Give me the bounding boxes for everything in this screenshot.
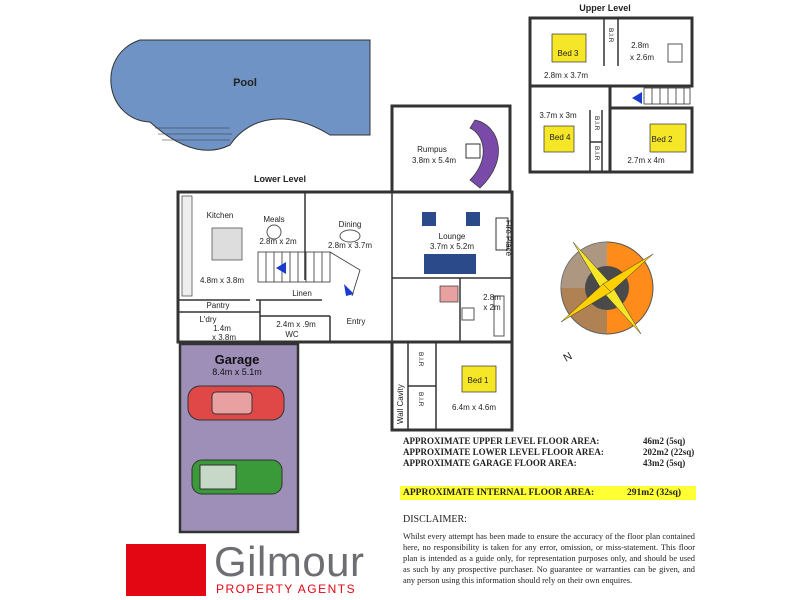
compass-rose-icon <box>560 241 654 335</box>
bir-label-upper-b: B.I.R <box>593 146 600 161</box>
bed4-size: 3.7m x 3m <box>539 111 577 120</box>
bed1-bed <box>461 365 497 393</box>
rumpus-size: 3.8m x 5.4m <box>412 156 456 165</box>
bed1-size: 6.4m x 4.6m <box>452 403 496 412</box>
meals-size: 2.8m x 2m <box>259 237 297 246</box>
floor-area-table: APPROXIMATE UPPER LEVEL FLOOR AREA: 46m2… <box>403 436 703 469</box>
bed3-name: Bed 3 <box>558 49 579 58</box>
stair-arrow-icon <box>276 262 286 274</box>
bir-label-upper-a: B.I.R <box>593 116 600 131</box>
dining-name: Dining <box>339 220 362 229</box>
bir-label-upper: B.I.R <box>607 28 614 43</box>
bed4-name: Bed 4 <box>550 133 571 142</box>
bath-upper-size-b: x 2.6m <box>630 53 654 62</box>
lounge-name: Lounge <box>439 232 466 241</box>
stair-arrow-icon <box>632 92 642 104</box>
bath-lower-size-a: 2.8m <box>483 293 501 302</box>
meals-name: Meals <box>263 215 284 224</box>
linen-label: Linen <box>292 289 312 298</box>
lounge-size: 3.7m x 5.2m <box>430 242 474 251</box>
garage-name: Garage <box>215 352 260 367</box>
entry-label: Entry <box>347 317 366 326</box>
pool-shape <box>110 39 371 151</box>
bed2-size: 2.7m x 4m <box>627 156 665 165</box>
bed2-name: Bed 2 <box>652 135 673 144</box>
rumpus-name: Rumpus <box>417 145 447 154</box>
internal-area-banner: APPROXIMATE INTERNAL FLOOR AREA: 291m2 (… <box>400 486 696 500</box>
wall-cavity-label: Wall Cavity <box>396 384 405 424</box>
lounge-chair <box>422 212 436 226</box>
area-row-lower: APPROXIMATE LOWER LEVEL FLOOR AREA: 202m… <box>403 447 695 457</box>
bed2-bed <box>649 123 687 153</box>
wc-size: 2.4m x .9m <box>276 320 316 329</box>
garage-floor <box>178 342 300 534</box>
garage-size: 8.4m x 5.1m <box>212 367 262 377</box>
kitchen-size: 4.8m x 3.8m <box>200 276 244 285</box>
area-row-upper: APPROXIMATE UPPER LEVEL FLOOR AREA: 46m2… <box>403 436 686 446</box>
car-green <box>191 459 283 495</box>
laundry-size-a: 1.4m <box>213 324 231 333</box>
pantry-label: Pantry <box>206 301 229 310</box>
upper-level-title: Upper Level <box>579 3 631 13</box>
laundry-size-b: x 3.8m <box>212 333 236 342</box>
compass-north-label: N <box>562 350 575 364</box>
pool-label: Pool <box>233 77 257 89</box>
logo-red-box <box>126 544 206 596</box>
lower-level-title: Lower Level <box>254 174 306 184</box>
disclaimer-heading: DISCLAIMER: <box>403 514 467 525</box>
laundry-name: L'dry <box>199 315 216 324</box>
wc-name: WC <box>285 330 299 339</box>
lounge-sofa <box>424 254 476 274</box>
bir-label-bed1-a: B.I.R <box>417 352 424 367</box>
disclaimer-text: Whilst every attempt has been made to en… <box>403 532 695 585</box>
fire-place-label: Fire Place <box>504 220 513 257</box>
stair-arrow-icon <box>344 284 354 296</box>
bath-lower-size-b: x 2m <box>483 303 501 312</box>
kitchen-name: Kitchen <box>207 211 234 220</box>
bed1-name: Bed 1 <box>468 376 489 385</box>
dining-size: 2.8m x 3.7m <box>328 241 372 250</box>
car-red <box>187 385 285 421</box>
logo-name: Gilmour <box>214 538 365 585</box>
bath-upper-size-a: 2.8m <box>631 41 649 50</box>
bed3-bed <box>551 33 587 63</box>
bir-label-bed1-b: B.I.R <box>417 392 424 407</box>
bed3-size: 2.8m x 3.7m <box>544 71 588 80</box>
gilmour-logo: Gilmour PROPERTY AGENTS <box>126 538 386 596</box>
bed4-bed <box>543 125 575 153</box>
lounge-chair <box>466 212 480 226</box>
upper-level <box>528 16 694 174</box>
lower-level <box>176 104 514 432</box>
logo-subtitle: PROPERTY AGENTS <box>216 582 357 596</box>
area-row-garage: APPROXIMATE GARAGE FLOOR AREA: 43m2 (5sq… <box>403 458 686 468</box>
